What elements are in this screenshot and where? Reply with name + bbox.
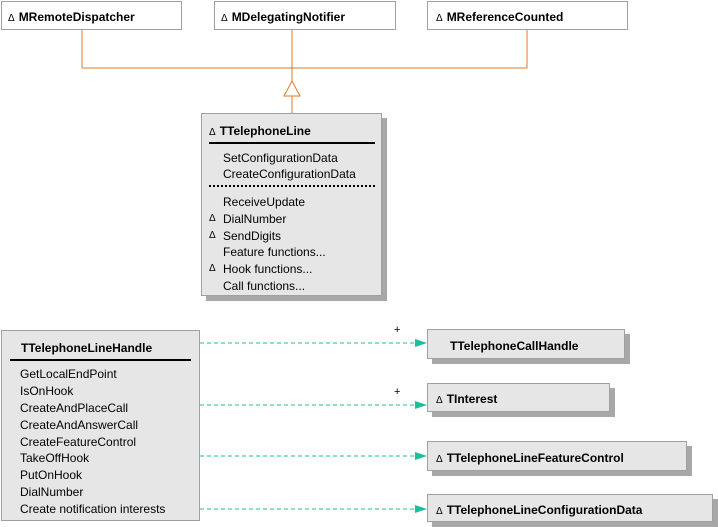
usage-arrowheads <box>415 339 427 513</box>
title-divider <box>10 359 191 361</box>
member-put-on-hook: PutOnHook <box>20 468 83 482</box>
member-create-notification-interests: Create notification interests <box>20 502 166 516</box>
abstract-delta-icon: Δ <box>209 230 216 241</box>
member-is-on-hook: IsOnHook <box>20 384 74 398</box>
abstract-delta-icon: Δ <box>436 395 443 406</box>
multiplicity-interest: + <box>394 386 401 398</box>
arrowhead-call-handle <box>415 339 427 347</box>
multiplicity-call-handle: + <box>394 324 401 336</box>
title-divider <box>209 142 375 144</box>
member-call-functions: Call functions... <box>223 279 306 293</box>
section-divider <box>209 185 375 187</box>
abstract-delta-icon: Δ <box>221 13 228 24</box>
abstract-delta-icon: Δ <box>209 127 216 138</box>
member-create-and-place-call: CreateAndPlaceCall <box>20 401 129 415</box>
member-create-feature-control: CreateFeatureControl <box>20 435 137 449</box>
inheritance-lines <box>81 29 528 113</box>
generalization-triangle <box>283 79 301 97</box>
arrowhead-interest <box>415 401 427 409</box>
member-set-configuration-data: SetConfigurationData <box>223 151 338 165</box>
member-create-and-answer-call: CreateAndAnswerCall <box>20 418 139 432</box>
class-title: TTelephoneLineHandle <box>21 341 153 355</box>
member-get-local-end-point: GetLocalEndPoint <box>20 367 117 381</box>
arrowhead-feature-control <box>415 452 427 460</box>
arrowhead-configuration-data <box>415 505 427 513</box>
member-dial-number: DialNumber <box>20 485 84 499</box>
member-feature-functions: Feature functions... <box>223 245 326 259</box>
abstract-delta-icon: Δ <box>436 454 443 465</box>
abstract-delta-icon: Δ <box>8 13 15 24</box>
class-title: TTelephoneCallHandle <box>450 339 579 353</box>
class-box-ttelephone-call-handle[interactable]: TTelephoneCallHandle <box>427 329 625 359</box>
member-take-off-hook: TakeOffHook <box>20 451 90 465</box>
member-create-configuration-data: CreateConfigurationData <box>223 167 356 181</box>
class-box-ttelephone-line-handle[interactable]: TTelephoneLineHandle GetLocalEndPoint Is… <box>1 330 200 521</box>
abstract-delta-icon: Δ <box>209 213 216 224</box>
member-receive-update: ReceiveUpdate <box>223 195 306 209</box>
abstract-delta-icon: Δ <box>209 263 216 274</box>
abstract-delta-icon: Δ <box>436 13 443 24</box>
usage-lines <box>200 342 418 510</box>
abstract-delta-icon: Δ <box>436 506 443 517</box>
